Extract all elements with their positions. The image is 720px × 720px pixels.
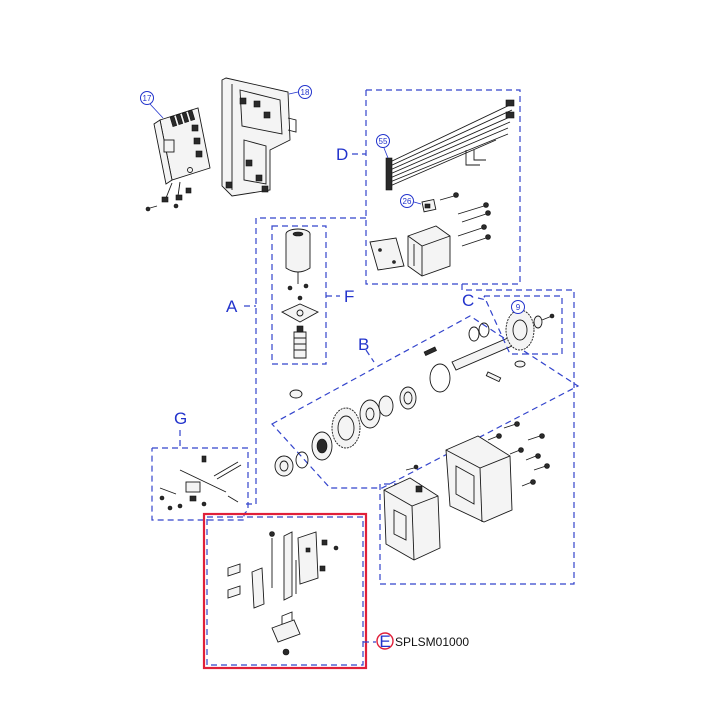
svg-text:55: 55 (379, 137, 388, 146)
group-label-f: F (344, 287, 354, 306)
transformer[interactable] (369, 225, 451, 277)
group-b-frame (271, 315, 580, 489)
group-label-c: C (462, 291, 474, 310)
group-label-e-circle: E (376, 632, 394, 651)
svg-text:17: 17 (143, 94, 152, 103)
callout-26: 26 (400, 194, 422, 208)
group-e-parts[interactable] (227, 531, 339, 656)
group-g-parts[interactable] (159, 455, 242, 511)
callout-55: 55 (376, 134, 390, 159)
group-e-frame (206, 516, 364, 666)
screw-set-d (439, 192, 491, 247)
group-label-a: A (226, 297, 238, 316)
screw-set-housing (405, 421, 550, 487)
group-a-frame (244, 217, 366, 505)
group-b-leader (365, 349, 375, 363)
motor-assembly[interactable] (280, 228, 320, 359)
callout-9: 9 (511, 300, 525, 314)
group-label-d: D (336, 145, 348, 164)
gearbox-housing[interactable] (383, 435, 513, 561)
group-c-leader (477, 297, 487, 301)
part-55-wire-harness[interactable] (385, 99, 515, 191)
group-label-g: G (174, 409, 187, 428)
part-9-drive-gear[interactable] (505, 309, 555, 351)
svg-text:9: 9 (516, 303, 521, 312)
callout-17: 17 (140, 91, 164, 119)
group-a-frame-right (379, 284, 575, 585)
svg-text:26: 26 (403, 197, 412, 206)
part-26-switch[interactable] (421, 198, 437, 213)
gear-train[interactable] (274, 322, 526, 477)
part-18-mounting-bracket[interactable] (221, 77, 297, 197)
callout-18: 18 (288, 85, 312, 99)
group-label-b: B (358, 335, 369, 354)
group-f-frame (271, 225, 327, 365)
group-c-frame (483, 295, 563, 355)
group-e-highlight-frame[interactable] (202, 512, 368, 670)
svg-text:18: 18 (301, 88, 310, 97)
part-17-control-board[interactable] (145, 107, 211, 212)
svg-text:E: E (379, 632, 390, 651)
part-code-label: SPLSM01000 (395, 635, 469, 649)
